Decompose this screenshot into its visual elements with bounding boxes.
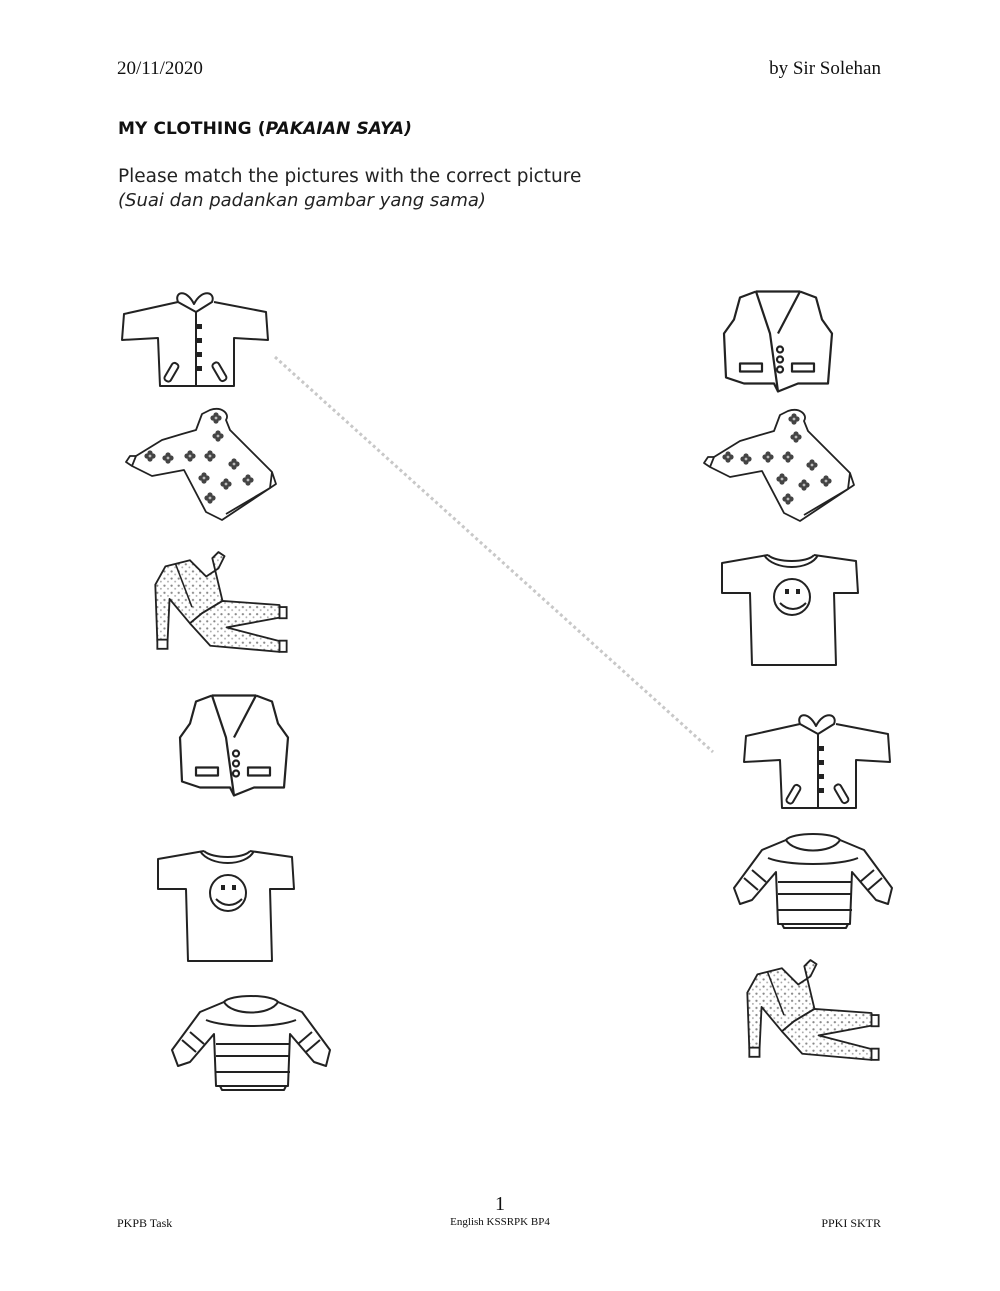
left-smiley-tshirt[interactable] — [154, 844, 304, 966]
smiley-tshirt-icon — [718, 548, 868, 670]
left-flowered-dress[interactable] — [122, 404, 282, 524]
pajamas-icon — [732, 956, 897, 1068]
right-pajamas[interactable] — [732, 956, 897, 1068]
smiley-tshirt-icon — [154, 844, 304, 966]
author: by Sir Solehan — [769, 58, 881, 79]
left-pajamas[interactable] — [140, 548, 305, 660]
title-italic: PAKAIAN SAYA) — [265, 119, 412, 139]
right-flowered-dress[interactable] — [700, 404, 860, 526]
left-jacket[interactable] — [116, 288, 276, 388]
instruction: Please match the pictures with the corre… — [118, 166, 582, 187]
vest-icon — [174, 690, 294, 802]
flowered-dress-icon — [700, 404, 860, 526]
left-striped-sweater[interactable] — [166, 992, 336, 1092]
right-smiley-tshirt[interactable] — [718, 548, 868, 670]
striped-sweater-icon — [728, 830, 898, 930]
instruction-translation: (Suai dan padankan gambar yang sama) — [118, 190, 486, 211]
striped-sweater-icon — [166, 992, 336, 1092]
jacket-icon — [738, 710, 898, 810]
pajamas-icon — [140, 548, 305, 660]
page-title: MY CLOTHING (PAKAIAN SAYA) — [118, 119, 412, 139]
right-striped-sweater[interactable] — [728, 830, 898, 930]
date: 20/11/2020 — [117, 58, 203, 79]
flowered-dress-icon — [122, 404, 282, 524]
title-main: MY CLOTHING ( — [118, 119, 266, 139]
jacket-icon — [116, 288, 276, 388]
right-vest[interactable] — [718, 286, 838, 398]
footer-right: PPKI SKTR — [821, 1216, 881, 1230]
page-number: 1 — [495, 1193, 505, 1215]
footer-left: PKPB Task — [117, 1216, 173, 1230]
vest-icon — [718, 286, 838, 398]
right-jacket[interactable] — [738, 710, 898, 810]
footer-center: English KSSRPK BP4 — [450, 1216, 550, 1228]
left-vest[interactable] — [174, 690, 294, 802]
